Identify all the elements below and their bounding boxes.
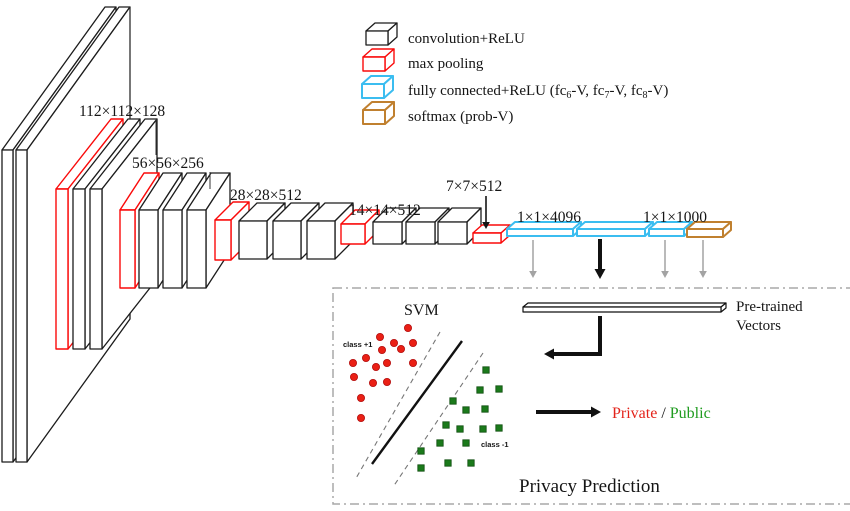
label-connector-lines bbox=[129, 7, 211, 189]
legend-label-conv: convolution+ReLU bbox=[408, 31, 525, 47]
label-14x14x512: 14×14×512 bbox=[349, 202, 421, 219]
svm-positive-point bbox=[361, 353, 370, 362]
public-label: Public bbox=[670, 405, 711, 422]
svm-negative-point bbox=[444, 459, 452, 467]
pretrained-vectors-label-line1: Pre-trained bbox=[736, 299, 803, 315]
fc7-feature-arrow bbox=[594, 239, 606, 279]
legend-label-pool: max pooling bbox=[408, 56, 484, 72]
conv-layer-box bbox=[365, 22, 398, 46]
privacy-prediction-title: Privacy Prediction bbox=[519, 476, 660, 497]
legend: convolution+ReLU max pooling fully conne… bbox=[408, 31, 668, 125]
svm-positive-point bbox=[368, 378, 377, 387]
svm-negative-point bbox=[467, 459, 475, 467]
svm-positive-point bbox=[377, 345, 386, 354]
privacy-prediction-panel-border bbox=[332, 287, 850, 505]
privacy-prediction-panel: SVM class +1 class -1 Pre-trained Vector… bbox=[343, 299, 803, 497]
pool5-pointer-arrow bbox=[482, 196, 490, 229]
legend-label-softmax: softmax (prob-V) bbox=[408, 109, 513, 125]
fc-layer-box bbox=[361, 75, 394, 99]
pool-layer-box bbox=[340, 209, 380, 245]
svm-positive-point bbox=[389, 338, 398, 347]
svm-negative-point bbox=[456, 425, 464, 433]
label-56x56x256: 56×56×256 bbox=[132, 155, 204, 172]
svm-positive-point bbox=[371, 362, 380, 371]
prediction-arrow bbox=[536, 406, 601, 418]
flow-arrows bbox=[482, 196, 707, 418]
svm-title: SVM bbox=[404, 302, 439, 319]
svm-negative-point bbox=[462, 406, 470, 414]
fc-layer-box bbox=[576, 221, 654, 237]
svm-positive-point bbox=[375, 332, 384, 341]
svm-decision-boundary bbox=[354, 331, 484, 488]
separator-slash: / bbox=[657, 405, 669, 422]
conv-layer-box bbox=[372, 207, 417, 245]
svm-negative-point bbox=[495, 424, 503, 432]
fc6-feature-arrow bbox=[529, 240, 537, 278]
svm-positive-point bbox=[382, 377, 391, 386]
svm-negative-point bbox=[449, 397, 457, 405]
pool-layer-box bbox=[362, 48, 395, 72]
svm-positive-point bbox=[408, 358, 417, 367]
pretrained-vectors-label-line2: Vectors bbox=[736, 318, 781, 334]
svm-negative-point bbox=[417, 447, 425, 455]
label-1x1x1000: 1×1×1000 bbox=[643, 209, 707, 226]
class-pos-label: class +1 bbox=[343, 340, 372, 349]
svm-negative-point bbox=[482, 366, 490, 374]
label-28x28x512: 28×28×512 bbox=[230, 187, 302, 204]
conv-layer-box bbox=[437, 207, 482, 245]
network-boxes bbox=[1, 6, 732, 463]
svm-positive-point bbox=[349, 372, 358, 381]
svm-positive-point bbox=[408, 338, 417, 347]
fc8-feature-arrow bbox=[661, 240, 669, 278]
svm-negative-point bbox=[479, 425, 487, 433]
vectors-to-svm-arrow bbox=[544, 316, 602, 360]
svm-positive-point bbox=[356, 413, 365, 422]
svm-positive-point bbox=[356, 393, 365, 402]
softmax-layer-box bbox=[686, 221, 732, 238]
svm-negative-point bbox=[417, 464, 425, 472]
svm-negative-point bbox=[495, 385, 503, 393]
prediction-outcome-label: Private / Public bbox=[612, 405, 711, 422]
svm-negative-point bbox=[436, 439, 444, 447]
prob-feature-arrow bbox=[699, 240, 707, 278]
svm-negative-point bbox=[462, 439, 470, 447]
legend-label-fc: fully connected+ReLU (fc6-V, fc7-V, fc8-… bbox=[408, 83, 668, 101]
svm-negative-point bbox=[481, 405, 489, 413]
pool-layer-box bbox=[472, 224, 511, 244]
class-neg-label: class -1 bbox=[481, 440, 509, 449]
svm-scatter-points bbox=[348, 323, 503, 472]
private-label: Private bbox=[612, 405, 657, 422]
softmax-layer-box bbox=[362, 101, 395, 125]
svm-negative-point bbox=[442, 421, 450, 429]
svm-positive-point bbox=[382, 358, 391, 367]
label-1x1x4096: 1×1×4096 bbox=[517, 209, 581, 226]
ptv-layer-box bbox=[522, 302, 727, 313]
svm-positive-point bbox=[348, 358, 357, 367]
label-112x112x128: 112×112×128 bbox=[79, 103, 165, 120]
label-7x7x512: 7×7×512 bbox=[446, 178, 502, 195]
svm-positive-point bbox=[403, 323, 412, 332]
svm-margin-line-left bbox=[354, 331, 441, 481]
svm-negative-point bbox=[476, 386, 484, 394]
svm-positive-point bbox=[396, 344, 405, 353]
layer-dimension-labels: 112×112×128 56×56×256 28×28×512 14×14×51… bbox=[79, 103, 707, 226]
svm-solid-boundary-line bbox=[371, 340, 463, 465]
